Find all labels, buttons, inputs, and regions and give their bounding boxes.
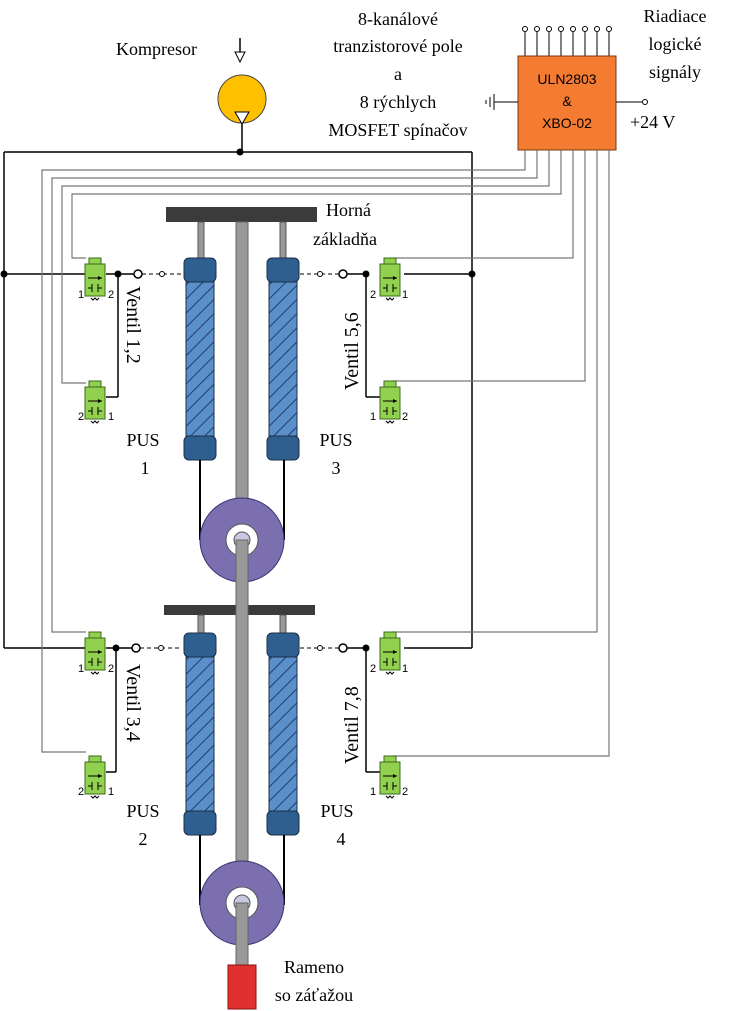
driver-chip: ULN2803 & XBO-02: [485, 26, 648, 151]
arm-label-1: Rameno: [284, 957, 344, 977]
valve-4: [84, 755, 106, 799]
port-label: 1: [370, 411, 376, 423]
port-label: 2: [370, 289, 376, 301]
pus-2-label-1: PUS: [126, 801, 159, 821]
valve-78-label: Ventil 7,8: [341, 686, 363, 764]
port-label: 2: [402, 786, 408, 798]
upper-base-label-1: Horná: [326, 200, 371, 220]
valve-5: [379, 257, 401, 301]
transistor-array-line-2: tranzistorové pole: [333, 36, 462, 56]
load-weight: [227, 964, 257, 1010]
transistor-array-line-4: 8 rýchlych: [360, 92, 436, 112]
port-label: 2: [370, 663, 376, 675]
signal-wires: [41, 150, 610, 757]
port-label: 2: [78, 411, 84, 423]
valve-12-label: Ventil 1,2: [122, 286, 144, 364]
port-label: 2: [108, 289, 114, 301]
transistor-array-line-1: 8-kanálové: [358, 9, 438, 29]
pressure-junctions: [0, 148, 476, 652]
pus-2-label-2: 2: [139, 829, 148, 849]
upper-center-rod: [235, 221, 249, 533]
port-label: 1: [78, 663, 84, 675]
port-label: 1: [402, 289, 408, 301]
logic-signals-line-3: signály: [649, 62, 701, 82]
logic-signals-line-2: logické: [649, 34, 702, 54]
port-label: 1: [402, 663, 408, 675]
transistor-array-line-5: MOSFET spínačov: [328, 120, 467, 140]
valve-2: [84, 380, 106, 424]
hose-connectors: [131, 269, 348, 653]
valve-56-label: Ventil 5,6: [341, 312, 363, 390]
chip-label-1: ULN2803: [537, 71, 596, 87]
port-label: 2: [108, 663, 114, 675]
pus-3-label-2: 3: [332, 458, 341, 478]
pus-1-label-1: PUS: [126, 430, 159, 450]
valve-1: [84, 257, 106, 301]
chip-label-2: &: [562, 93, 572, 109]
port-label: 1: [108, 411, 114, 423]
pus-4-muscle: [266, 632, 300, 836]
arm-label-2: so záťažou: [275, 985, 353, 1005]
upper-base-plate: [166, 207, 317, 222]
port-label: 2: [402, 411, 408, 423]
transistor-array-line-3: a: [394, 64, 402, 84]
pus-1-label-2: 1: [141, 458, 150, 478]
lower-center-rod: [235, 539, 249, 906]
valve-7: [379, 631, 401, 675]
compressor: [217, 38, 267, 150]
port-label: 1: [78, 289, 84, 301]
port-label: 1: [108, 786, 114, 798]
chip-label-3: XBO-02: [542, 115, 592, 131]
port-label: 1: [370, 786, 376, 798]
valve-6: [379, 380, 401, 424]
valve-port-numbers: 1 2 2 1 2 1 1 2 1 2 2 1 2 1 1 2: [78, 289, 408, 798]
pus-4-label-2: 4: [337, 829, 346, 849]
pus-3-muscle: [266, 257, 300, 461]
logic-signals-line-1: Riadiace: [644, 6, 707, 26]
valve-8: [379, 755, 401, 799]
upper-base-label-2: základňa: [313, 229, 377, 249]
logic-signals-label: Riadiace logické signály: [644, 6, 707, 82]
pus-2-muscle: [183, 632, 217, 836]
pus-1-muscle: [183, 257, 217, 461]
supply-label: +24 V: [630, 112, 675, 132]
transistor-array-label: 8-kanálové tranzistorové pole a 8 rýchly…: [328, 9, 467, 140]
compressor-label: Kompresor: [116, 39, 197, 59]
arm-rod: [235, 902, 249, 966]
pus-4-label-1: PUS: [320, 801, 353, 821]
port-label: 2: [78, 786, 84, 798]
pus-3-label-1: PUS: [319, 430, 352, 450]
valve-3: [84, 631, 106, 675]
valve-34-label: Ventil 3,4: [122, 664, 144, 742]
